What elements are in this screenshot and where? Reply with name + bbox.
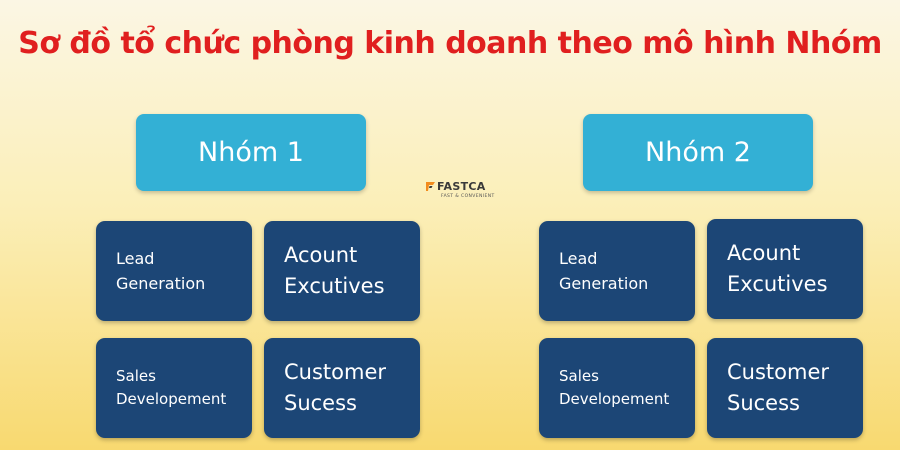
- group-1-customer-success-label: Customer Sucess: [284, 360, 387, 415]
- group-2-customer-success-label: Customer Sucess: [727, 360, 830, 415]
- group-1-customer-success-box: Customer Sucess: [264, 338, 420, 438]
- group-1-lead-generation-label: Lead Generation: [116, 249, 206, 293]
- group-2-lead-generation-label: Lead Generation: [559, 249, 649, 293]
- fastca-logo: FASTCA FAST & CONVENIENT: [425, 180, 515, 204]
- logo-tagline: FAST & CONVENIENT: [441, 194, 495, 199]
- diagram-title: Sơ đồ tổ chức phòng kinh doanh theo mô h…: [18, 26, 882, 61]
- logo-name: FASTCA: [437, 180, 486, 193]
- group-1-header: Nhóm 1: [136, 114, 366, 191]
- group-2-account-executives-label: Acount Excutives: [727, 241, 828, 296]
- group-2-sales-development-box: Sales Developement: [539, 338, 695, 438]
- group-2-customer-success-box: Customer Sucess: [707, 338, 863, 438]
- group-1-account-executives-box: Acount Excutives: [264, 221, 420, 321]
- group-2-account-executives-box: Acount Excutives: [707, 219, 863, 319]
- group-1-sales-development-label: Sales Developement: [116, 367, 227, 408]
- group-2-sales-development-label: Sales Developement: [559, 367, 670, 408]
- group-1-sales-development-box: Sales Developement: [96, 338, 252, 438]
- group-2-header: Nhóm 2: [583, 114, 813, 191]
- group-1-lead-generation-box: Lead Generation: [96, 221, 252, 321]
- group-1-account-executives-label: Acount Excutives: [284, 243, 385, 298]
- group-2-lead-generation-box: Lead Generation: [539, 221, 695, 321]
- fastca-logo-icon: [426, 182, 435, 191]
